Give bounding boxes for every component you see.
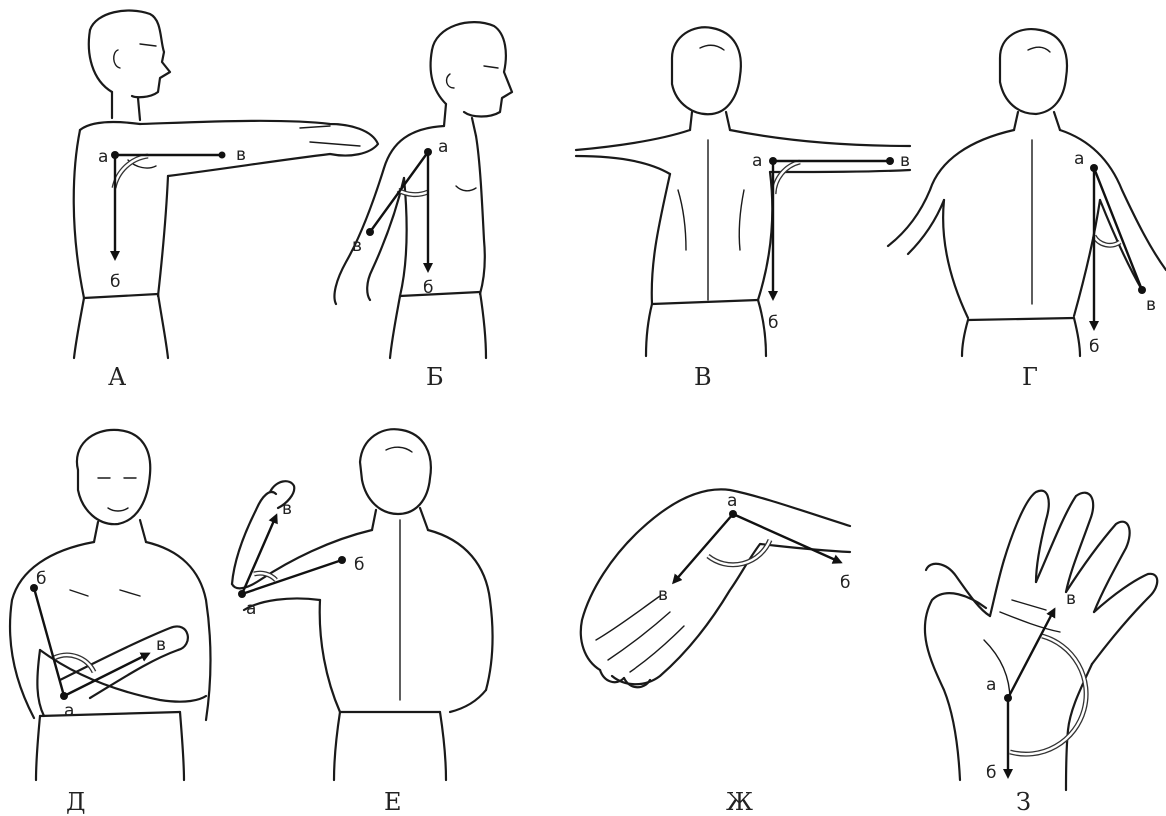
figure-zh-person-drawing (581, 489, 850, 687)
figure-e-point-v-label: в (282, 499, 292, 519)
figure-e-point-a-dot (238, 590, 246, 598)
figure-zh-fixed-arm (733, 514, 840, 562)
figure-zh-point-v-label: в (658, 585, 668, 605)
figure-g: а б в Г (888, 29, 1166, 391)
figure-g-point-a-label: а (1074, 149, 1084, 169)
figure-e-point-a-label: а (246, 599, 256, 619)
figure-v-point-a-dot (769, 157, 777, 165)
figure-zh-point-a-dot (729, 510, 737, 518)
figure-b: а б в Б (334, 22, 512, 391)
figure-d: а б в Д (10, 430, 210, 816)
figure-v-person-drawing (576, 27, 910, 356)
figure-zh-label: Ж (726, 788, 753, 816)
figure-zh-point-a-label: а (727, 491, 737, 511)
figure-a-label: А (108, 363, 126, 391)
figure-a-point-b-label: б (110, 272, 120, 292)
figure-g-label: Г (1022, 363, 1038, 391)
figure-e-point-b-label: б (354, 555, 364, 575)
figure-z: а б в З (925, 491, 1157, 816)
figure-a-point-a-dot (111, 151, 119, 159)
figure-d-point-v-label: в (156, 635, 166, 655)
figure-e: а б в Е (232, 429, 493, 816)
figure-b-person-drawing (334, 22, 512, 358)
figure-b-point-b-label: б (423, 278, 433, 298)
figure-g-point-v-dot (1138, 286, 1146, 294)
figure-v-point-b-label: б (768, 313, 778, 333)
figure-g-moving-arm (1094, 168, 1142, 290)
figure-z-point-b-label: б (986, 763, 996, 783)
figure-z-label: З (1016, 788, 1031, 816)
figure-b-label: Б (426, 363, 444, 391)
figure-d-person-drawing (10, 430, 210, 780)
figure-e-label: Е (384, 788, 402, 816)
figure-b-point-a-dot (424, 148, 432, 156)
figure-zh-moving-arm (674, 514, 733, 582)
figure-zh-point-b-label: б (840, 573, 850, 593)
figure-zh: а б в Ж (581, 489, 851, 816)
figure-v-point-a-label: а (752, 151, 762, 171)
figure-a: а б в А (74, 11, 378, 391)
figure-g-point-v-label: в (1146, 295, 1156, 315)
figure-a-point-v-dot (219, 152, 226, 159)
figure-a-point-v-label: в (236, 145, 246, 165)
figure-g-person-drawing (888, 29, 1166, 356)
figure-d-point-a-dot (60, 692, 68, 700)
figure-v-point-v-dot (886, 157, 894, 165)
figure-a-angle-arc (114, 156, 148, 188)
figure-v-label: В (694, 363, 712, 391)
figure-v: а б в В (576, 27, 910, 391)
figure-z-angle-arc (1010, 636, 1086, 754)
figure-b-point-a-label: а (438, 137, 448, 157)
figure-g-point-a-dot (1090, 164, 1098, 172)
figure-b-point-v-dot (366, 228, 374, 236)
figure-a-person-drawing (74, 11, 378, 358)
figure-z-person-drawing (925, 491, 1157, 790)
figure-d-point-b-label: б (36, 569, 46, 589)
figure-z-point-v-label: в (1066, 589, 1076, 609)
figure-e-fixed-arm (242, 560, 342, 594)
figure-b-point-v-label: в (352, 236, 362, 256)
figure-d-point-a-label: а (64, 701, 74, 721)
figure-g-point-b-label: б (1089, 337, 1099, 357)
figure-d-moving-arm (64, 654, 148, 696)
figure-d-label: Д (66, 788, 86, 816)
figure-z-point-a-dot (1004, 694, 1012, 702)
figure-v-point-v-label: в (900, 151, 910, 171)
figure-e-point-b-dot (338, 556, 346, 564)
figure-a-point-a-label: а (98, 147, 108, 167)
figure-e-person-drawing (232, 429, 493, 780)
figure-z-point-a-label: а (986, 675, 996, 695)
